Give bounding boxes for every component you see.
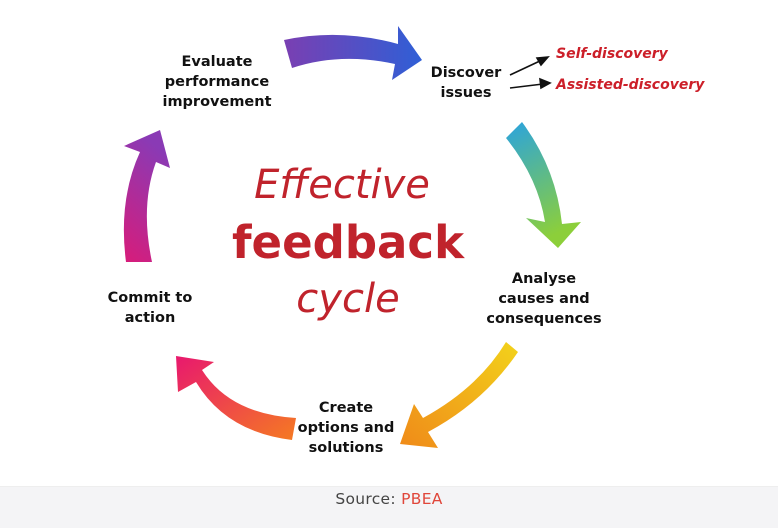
branch-arrowhead-self — [535, 56, 550, 67]
arrow-evaluate-to-discover — [284, 26, 422, 80]
step-evaluate-line2: performance — [165, 74, 270, 90]
step-discover-line1: Discover — [431, 65, 502, 81]
step-analyse-line2: causes and — [498, 291, 589, 307]
branch-self-discovery: Self-discovery — [556, 46, 669, 62]
step-commit-line2: action — [125, 310, 176, 326]
arrow-analyse-to-create — [400, 342, 518, 448]
branch-arrows — [509, 56, 552, 90]
step-analyse: Analyse causes and consequences — [486, 271, 601, 327]
center-title-line1: Effective — [254, 162, 430, 208]
source-caption: Source: PBEA — [0, 490, 778, 508]
center-title-line2: feedback — [232, 216, 465, 269]
source-prefix: Source: — [335, 490, 396, 508]
source-name: PBEA — [401, 490, 443, 508]
branch-arrow-assisted — [509, 83, 544, 89]
branch-assisted-discovery: Assisted-discovery — [555, 77, 705, 93]
step-evaluate: Evaluate performance improvement — [162, 54, 271, 110]
step-create: Create options and solutions — [298, 400, 395, 456]
center-title-line3: cycle — [296, 276, 399, 322]
step-analyse-line3: consequences — [486, 311, 601, 327]
arrow-discover-to-analyse — [506, 122, 581, 248]
step-evaluate-line3: improvement — [162, 94, 271, 110]
arrow-create-to-commit — [176, 356, 296, 440]
branch-arrow-self — [509, 59, 543, 76]
step-discover: Discover issues — [431, 65, 502, 101]
caption-background — [0, 486, 778, 528]
step-commit-line1: Commit to — [108, 290, 193, 306]
step-evaluate-line1: Evaluate — [182, 54, 253, 70]
step-create-line2: options and — [298, 420, 395, 436]
step-analyse-line1: Analyse — [512, 271, 576, 287]
feedback-cycle-diagram: Effective feedback cycle Evaluate perfor… — [108, 26, 705, 456]
step-create-line3: solutions — [309, 440, 384, 456]
arrow-commit-to-evaluate — [123, 130, 170, 262]
step-commit: Commit to action — [108, 290, 193, 326]
step-discover-line2: issues — [440, 85, 491, 101]
step-create-line1: Create — [319, 400, 373, 416]
branch-arrowhead-assisted — [539, 77, 552, 90]
